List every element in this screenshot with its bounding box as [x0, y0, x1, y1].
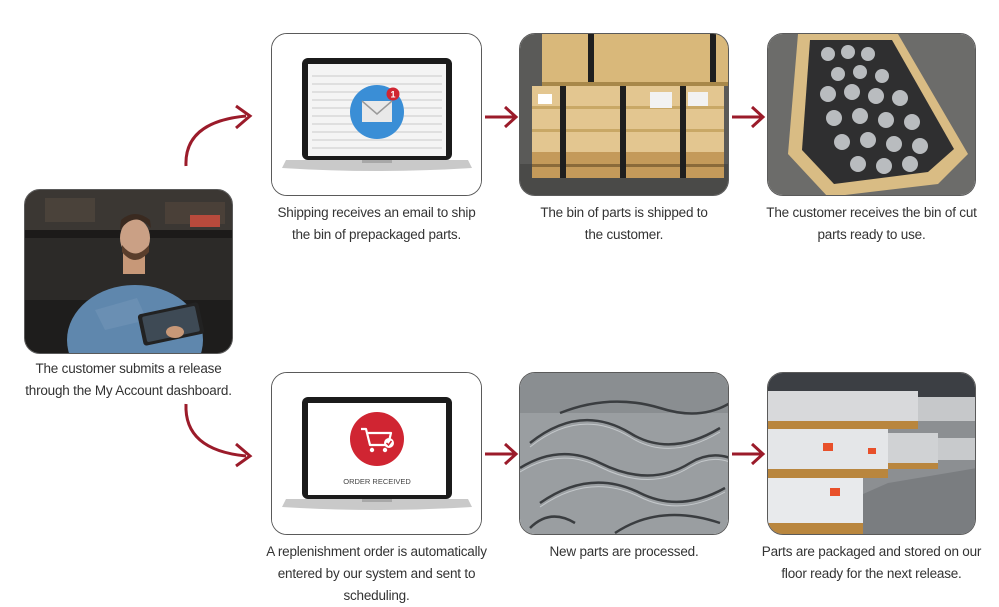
bin-of-round-bars-image [768, 34, 975, 195]
arrow-right-4 [732, 442, 766, 466]
bin-caption: The customer receives the bin of cut par… [766, 205, 977, 242]
cut-sheet-caption: New parts are processed. [549, 544, 699, 559]
warehouse-pallets-image [768, 373, 975, 534]
cart-check-icon [350, 412, 404, 466]
crate-caption: The bin of parts is shipped to the custo… [540, 205, 708, 242]
notification-badge [386, 87, 400, 101]
laptop-order-image: ORDER RECEIVED [272, 373, 481, 534]
arrow-right-3 [485, 442, 519, 466]
curved-arrow-down [184, 403, 253, 468]
badge-count: 1 [390, 90, 395, 100]
laptop-email-image: 1 [272, 34, 481, 195]
wooden-crate-image [520, 34, 728, 195]
cut-metal-sheet-image [520, 373, 728, 534]
order-received-text: ORDER RECEIVED [343, 477, 411, 486]
customer-photo [24, 189, 233, 354]
person-with-tablet-image [25, 190, 232, 353]
email-laptop-card: 1 [271, 33, 482, 196]
order-caption: A replenishment order is automatically e… [266, 544, 487, 603]
arrow-right-1 [485, 105, 519, 129]
email-caption: Shipping receives an email to ship the b… [277, 205, 476, 242]
customer-caption: The customer submits a release through t… [25, 361, 232, 398]
warehouse-photo [767, 372, 976, 535]
bin-photo [767, 33, 976, 196]
order-laptop-card: ORDER RECEIVED [271, 372, 482, 535]
warehouse-caption: Parts are packaged and stored on our flo… [761, 544, 982, 581]
curved-arrow-up [184, 104, 253, 167]
cut-sheet-photo [519, 372, 729, 535]
arrow-right-2 [732, 105, 766, 129]
crate-photo [519, 33, 729, 196]
